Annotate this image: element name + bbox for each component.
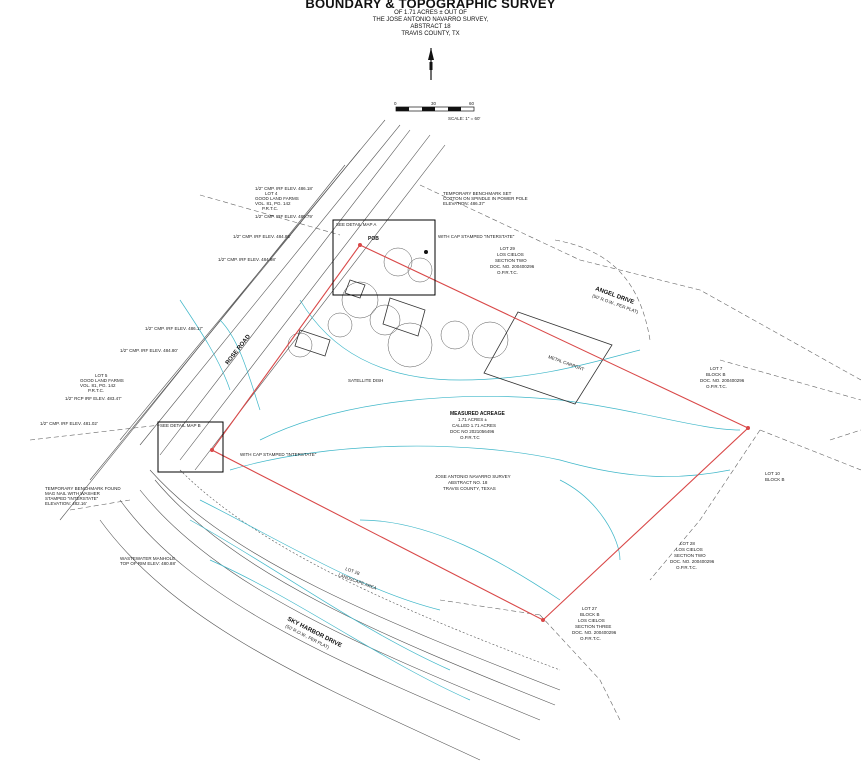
lot-label: LOS CIELOS bbox=[676, 547, 703, 552]
lot-label: LOS CIELOS bbox=[578, 618, 605, 623]
acreage-label: CALLED 1.71 ACRES bbox=[452, 423, 496, 428]
benchmark-label: COTTON ON SPINDLE IN POWER POLE bbox=[443, 196, 528, 201]
lot-label: O.P.R.T.C. bbox=[676, 565, 697, 570]
row-lines bbox=[29, 184, 861, 721]
detail-box-b bbox=[157, 421, 224, 473]
lot-label: O.P.R.T.C. bbox=[706, 384, 727, 389]
acreage-label: DOC NO 2021056496 bbox=[450, 429, 495, 434]
acreage-label: MEASURED ACREAGE bbox=[450, 411, 505, 417]
see-detail-a-label: SEE DETAIL MAP A bbox=[336, 222, 376, 227]
wastewater-label: TOP OF RIM ELEV: 480.88' bbox=[120, 561, 176, 566]
lot-label: LOT 4 bbox=[265, 191, 278, 196]
cmp-label: 1/2" CMP. IRF ELEV. 484.80' bbox=[120, 348, 178, 353]
lot-label: SECTION THREE bbox=[575, 624, 611, 629]
cap-a-label: WITH CAP STAMPED "INTERSTATE" bbox=[438, 234, 515, 239]
lot-label: LOT 10 bbox=[765, 471, 780, 476]
scale-bar: 0 30 60 SCALE: 1" = 60' bbox=[394, 101, 480, 121]
cmp-label: 1/2" CMP. IRF ELEV. 486.18' bbox=[255, 186, 313, 191]
lot-label: BLOCK B bbox=[706, 372, 726, 377]
lot-label: VOL. 81, PG. 142 bbox=[255, 201, 291, 206]
benchmark-label: STAMPED "INTERSTATE" bbox=[45, 496, 99, 501]
lot-label: DOC. NO. 200400296 bbox=[700, 378, 745, 383]
wastewater-label: WASTEWATER MANHOLE bbox=[120, 556, 175, 561]
subtitle-line: TRAVIS COUNTY, TX bbox=[401, 31, 460, 37]
benchmark-label: MAG NAIL WITH WASHER bbox=[45, 491, 101, 496]
structures bbox=[294, 279, 613, 405]
survey-label: TRAVIS COUNTY, TEXAS bbox=[443, 486, 496, 491]
metal-carport-label: METAL CARPORT bbox=[548, 354, 585, 372]
subtitle-line: OF 1.71 ACRES ± OUT OF bbox=[394, 10, 467, 16]
cap-b-label: WITH CAP STAMPED "INTERSTATE" bbox=[240, 452, 317, 457]
lot-label: LOT 29 bbox=[500, 246, 515, 251]
rose-road-linework bbox=[59, 119, 446, 521]
survey-label: JOSE ANTONIO NAVARRO SURVEY bbox=[435, 474, 511, 479]
scale-note: SCALE: 1" = 60' bbox=[448, 116, 480, 121]
lot-label: LOS CIELOS bbox=[497, 252, 524, 257]
street-label: ROSE ROAD bbox=[225, 333, 253, 366]
sky-harbor-linework bbox=[99, 469, 561, 761]
landscape-label: LOT 28 bbox=[345, 566, 361, 576]
lot-label: LOT 7 bbox=[710, 366, 723, 371]
lot-label: DOC. NO. 200400296 bbox=[572, 630, 617, 635]
property-boundary bbox=[210, 243, 750, 622]
subtitle-line: THE JOSE ANTONIO NAVARRO SURVEY, bbox=[372, 17, 489, 23]
scale-tick-label: 60 bbox=[469, 101, 475, 106]
scale-tick-label: 30 bbox=[431, 101, 437, 106]
pob-label: POB bbox=[368, 236, 379, 242]
lot-label: GOOD LAND FARMS bbox=[80, 378, 124, 383]
cmp-label: 1/2" CMP. IRF ELEV. 481.02' bbox=[40, 421, 98, 426]
lot-label: VOL. 81, PG. 142 bbox=[80, 383, 116, 388]
lot-label: BLOCK B bbox=[765, 477, 785, 482]
contour-lines bbox=[179, 299, 741, 701]
cmp-label: 1/2" RCP IRF ELEV. 483.47' bbox=[65, 396, 122, 401]
lot-label: LOT 28 bbox=[680, 541, 695, 546]
lot-label: P.R.T.C. bbox=[88, 388, 104, 393]
lot-label: P.R.T.C. bbox=[262, 206, 278, 211]
lot-label: LOT 27 bbox=[582, 606, 597, 611]
lot-label: O.P.R.T.C. bbox=[497, 270, 518, 275]
detail-box-a bbox=[332, 219, 436, 296]
benchmark-label: ELEVATION: 486.37' bbox=[443, 201, 485, 206]
lot-label: BLOCK B bbox=[580, 612, 600, 617]
acreage-label: 1.71 ACRES ± bbox=[458, 417, 488, 422]
north-arrow-icon bbox=[428, 48, 434, 80]
page-title: BOUNDARY & TOPOGRAPHIC SURVEY bbox=[305, 0, 556, 11]
benchmark-label: ELEVATION: 482.16' bbox=[45, 501, 87, 506]
satellite-label: SATELLITE DISH bbox=[348, 378, 383, 383]
subtitle-line: ABSTRACT 18 bbox=[410, 24, 451, 30]
see-detail-b-label: SEE DETAIL MAP B bbox=[160, 423, 201, 428]
cmp-label: 1/2" CMP. IRF ELEV. 484.98' bbox=[218, 257, 276, 262]
lot-label: DOC. NO. 200400296 bbox=[490, 264, 535, 269]
lot-label: GOOD LAND FARMS bbox=[255, 196, 299, 201]
lot-label: SECTION TWO bbox=[674, 553, 706, 558]
lot-label: LOT 5 bbox=[95, 373, 108, 378]
scale-tick-label: 0 bbox=[394, 101, 397, 106]
lot-label: DOC. NO. 200400296 bbox=[670, 559, 715, 564]
benchmark-label: TEMPORARY BENCHMARK SET bbox=[443, 191, 512, 196]
cmp-label: 1/2" CMP. IRF ELEV. 485.79' bbox=[255, 214, 313, 219]
lot-label: SECTION TWO bbox=[495, 258, 527, 263]
acreage-label: O.P.R.T.C bbox=[460, 435, 480, 440]
cmp-label: 1/2" CMP. IRF ELEV. 484.85' bbox=[233, 234, 291, 239]
cmp-label: 1/2" CMP. IRF ELEV. 486.17' bbox=[145, 326, 203, 331]
lot-label: O.P.R.T.C. bbox=[580, 636, 601, 641]
tree-symbols bbox=[287, 247, 509, 368]
benchmark-label: TEMPORARY BENCHMARK FOUND bbox=[45, 486, 121, 491]
survey-label: ABSTRACT NO. 18 bbox=[448, 480, 488, 485]
